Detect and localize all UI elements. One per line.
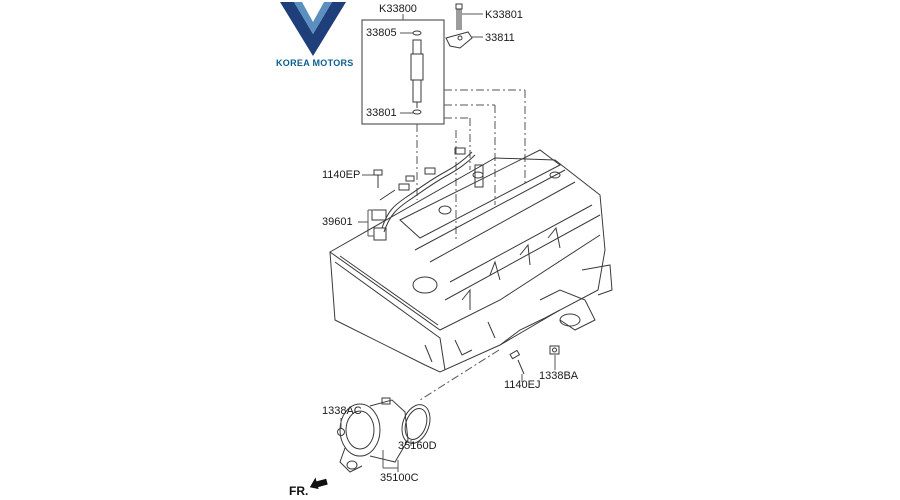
label-manifold-bolt: 1140EJ xyxy=(504,379,541,391)
label-gasket: 35160D xyxy=(398,440,437,452)
brand-name: KOREA MOTORS xyxy=(276,58,354,68)
front-direction-arrow-icon xyxy=(309,477,328,489)
label-housing-bolt: 1338AC xyxy=(322,405,362,417)
injector-harness-icon xyxy=(371,147,476,241)
label-throttle-housing: 35100C xyxy=(380,472,419,484)
label-injector-bolt: K33801 xyxy=(485,9,523,21)
harness-bolt-icon xyxy=(373,169,383,188)
throttle-housing-icon xyxy=(339,397,409,473)
manifold-nut-icon xyxy=(549,345,560,355)
injector-bolt-icon xyxy=(455,3,463,30)
injector-icon xyxy=(410,30,424,115)
front-orientation-label: FR. xyxy=(289,484,309,498)
label-injector-clamp: 33811 xyxy=(485,32,515,44)
gasket-icon xyxy=(401,404,431,444)
label-harness-bolt: 1140EP xyxy=(322,169,361,181)
label-injector-assembly: K33800 xyxy=(379,3,417,15)
label-manifold-nut: 1338BA xyxy=(539,370,579,382)
housing-bolt-icon xyxy=(337,428,345,436)
manifold-bolt-icon xyxy=(509,349,525,375)
label-washer-bottom: 33801 xyxy=(366,107,397,119)
injector-clamp-icon xyxy=(445,31,473,49)
label-washer-top: 33805 xyxy=(366,27,397,39)
label-injector-harness: 39601 xyxy=(322,216,353,228)
km-chevron-logo-icon xyxy=(280,2,346,56)
cylinder-head-icon xyxy=(329,149,613,373)
